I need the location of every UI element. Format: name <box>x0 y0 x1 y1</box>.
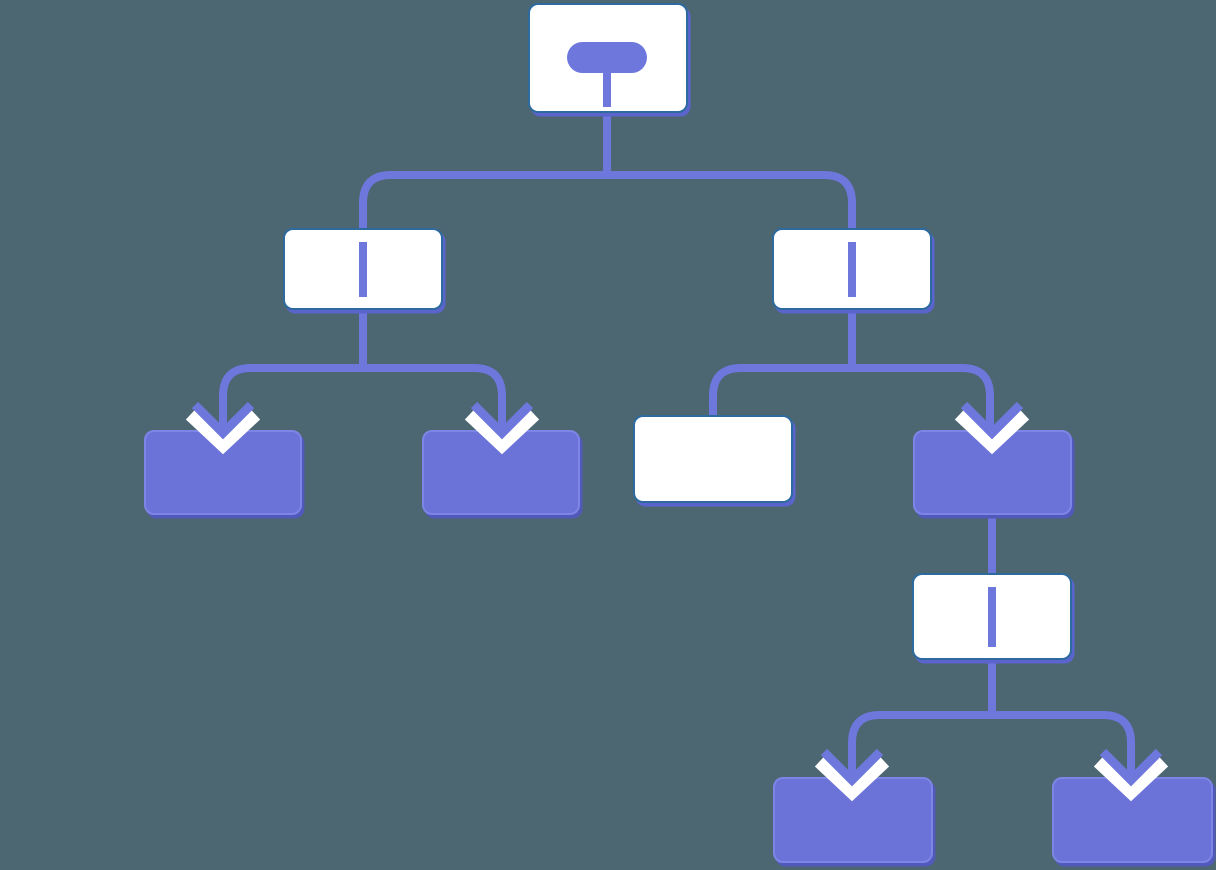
arrow-chevron-purple <box>820 748 884 787</box>
node-terminal-node-3[interactable] <box>913 430 1072 515</box>
arrow-chevron-purple <box>960 401 1024 440</box>
node-branch-node-right[interactable] <box>772 228 932 310</box>
edge-fork-left <box>219 364 506 428</box>
node-plain-node[interactable] <box>633 415 793 503</box>
node-branch-node-lower[interactable] <box>912 573 1072 660</box>
start-pill-stem-decoration <box>603 71 611 107</box>
decision-bar-decoration <box>988 587 996 647</box>
decision-bar-decoration <box>359 242 367 297</box>
node-terminal-node-4[interactable] <box>773 777 933 863</box>
edge-fork-top <box>359 171 856 236</box>
decision-bar-decoration <box>848 242 856 297</box>
start-pill-decoration <box>567 42 647 73</box>
arrow-chevron-purple <box>470 401 534 440</box>
node-terminal-node-5[interactable] <box>1052 777 1213 863</box>
arrow-chevron-purple <box>191 401 255 440</box>
node-terminal-node-2[interactable] <box>422 430 580 515</box>
arrow-chevron-purple <box>1099 748 1163 787</box>
node-terminal-node-1[interactable] <box>144 430 302 515</box>
edge-fork-bottom <box>848 711 1135 775</box>
node-root-start-node[interactable] <box>528 3 688 113</box>
node-branch-node-left[interactable] <box>283 228 443 310</box>
